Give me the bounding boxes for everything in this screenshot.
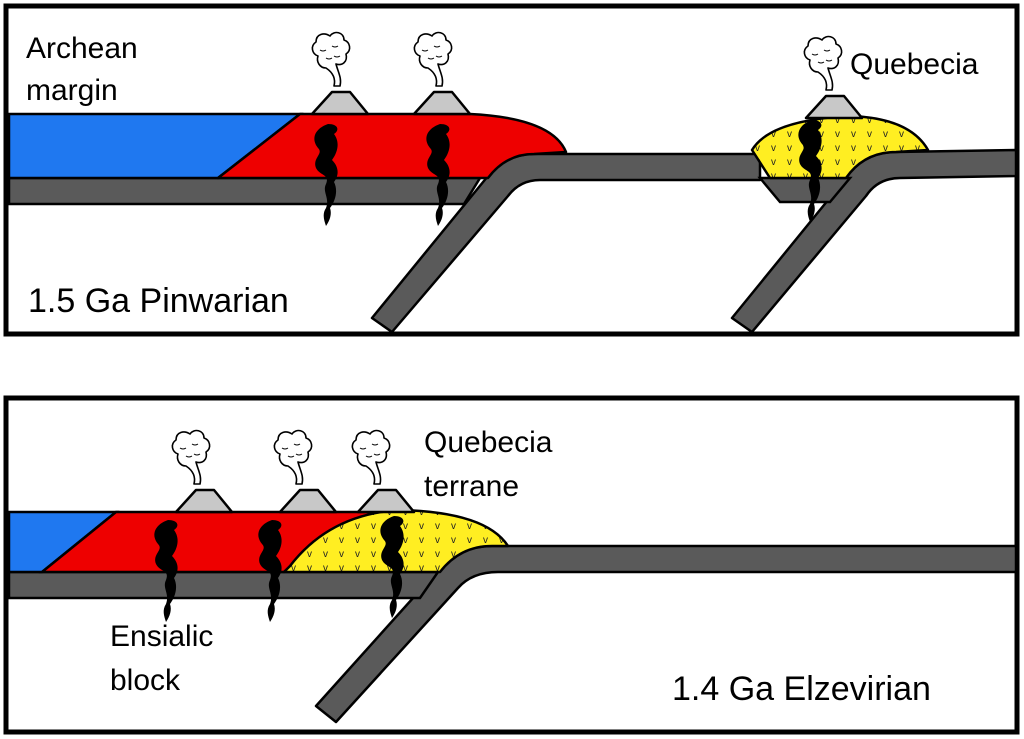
ensialic-block-label-line2: block bbox=[110, 664, 181, 697]
panel-pinwarian: Archean margin Quebecia 1.5 Ga Pinwarian bbox=[3, 3, 1020, 337]
panel-title-pinwarian: 1.5 Ga Pinwarian bbox=[28, 282, 289, 320]
quebecia-terrane-label-line1: Quebecia bbox=[424, 426, 553, 459]
quebecia-terrane-block bbox=[750, 114, 930, 180]
overriding-plate bbox=[7, 570, 441, 600]
panel-title-elzevirian: 1.4 Ga Elzevirian bbox=[672, 670, 931, 708]
archean-margin-label-line1: Archean bbox=[26, 32, 138, 65]
quebecia-terrane-label-line2: terrane bbox=[424, 470, 519, 503]
overriding-plate-left bbox=[7, 176, 483, 206]
quebecia-label: Quebecia bbox=[850, 48, 979, 81]
archean-margin-label-line2: margin bbox=[26, 74, 118, 107]
arc-crust-block bbox=[216, 112, 568, 180]
ensialic-block-label-line1: Ensialic bbox=[110, 620, 213, 653]
panel-elzevirian: Quebecia terrane Ensialic block 1.4 Ga E… bbox=[3, 395, 1020, 735]
